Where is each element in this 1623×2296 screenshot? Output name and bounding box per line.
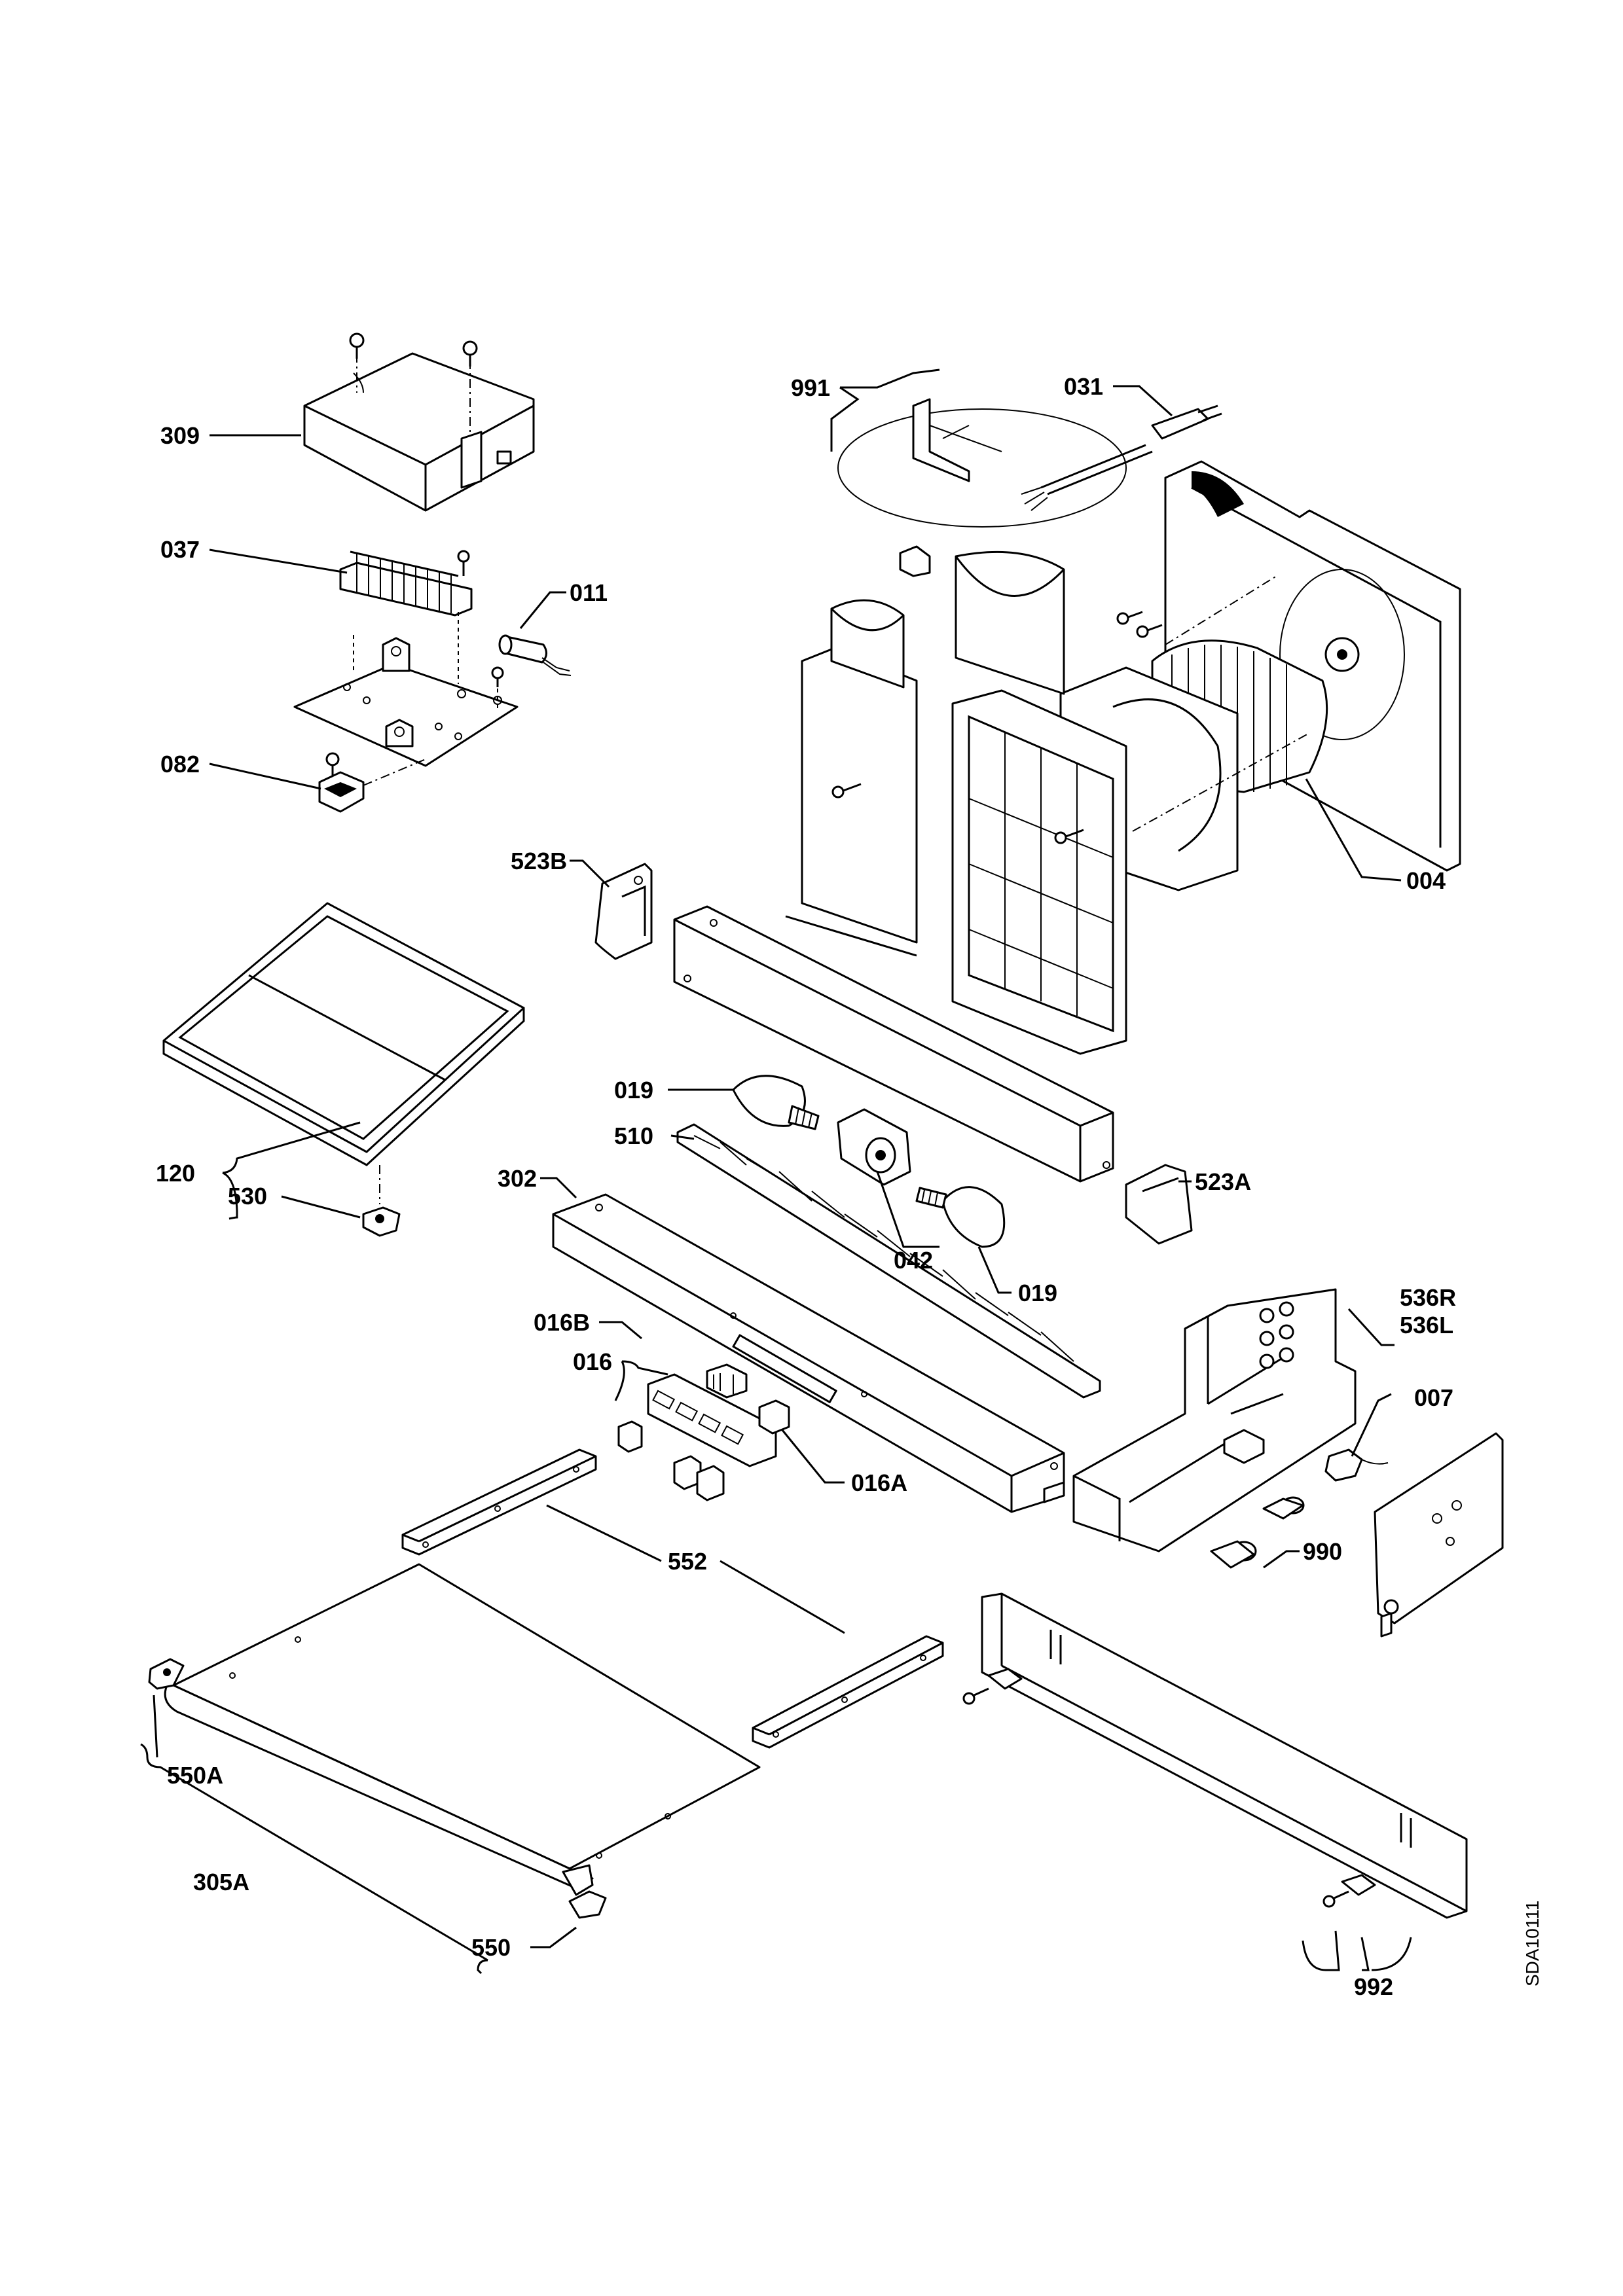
part-523A-bracket — [1125, 1164, 1193, 1245]
label-309: 309 — [160, 422, 200, 449]
label-031: 031 — [1064, 373, 1103, 400]
screw-icon — [462, 340, 478, 367]
label-016B: 016B — [534, 1309, 590, 1336]
part-037-terminal-block — [339, 550, 473, 617]
part-523B-bracket — [594, 863, 653, 960]
label-082: 082 — [160, 751, 200, 778]
label-019-upper: 019 — [614, 1077, 653, 1103]
label-042: 042 — [894, 1247, 933, 1274]
label-536L: 536L — [1400, 1312, 1453, 1338]
upper-rail — [673, 905, 1114, 1183]
part-550A-end-cap — [148, 1658, 185, 1690]
leader-lines — [140, 368, 1412, 1975]
label-992: 992 — [1354, 1973, 1393, 2000]
part-082-switch — [318, 752, 426, 813]
label-004: 004 — [1406, 867, 1446, 894]
part-530-clip — [362, 1165, 401, 1237]
part-302-front-panel — [552, 1193, 1065, 1513]
part-991-dial — [837, 398, 1127, 528]
screw-icon — [1054, 829, 1084, 844]
part-550-end-cap — [568, 1890, 607, 1919]
label-302: 302 — [498, 1165, 537, 1192]
document-code: SDA10111 — [1522, 1901, 1542, 1986]
part-019-bulb-upper — [732, 1075, 820, 1130]
circuit-board — [293, 612, 519, 767]
part-011-capacitor — [498, 634, 572, 676]
part-labels: 309 037 011 082 991 031 004 523B 523A 12… — [156, 373, 1542, 2000]
label-530: 530 — [228, 1183, 267, 1210]
screw-icon — [457, 550, 470, 576]
label-011: 011 — [570, 579, 608, 606]
part-309-cover-box — [303, 332, 535, 512]
screw-icon — [1322, 1890, 1349, 1908]
label-510: 510 — [614, 1122, 653, 1149]
label-550: 550 — [471, 1934, 511, 1961]
part-004-blower-assembly — [785, 460, 1461, 1055]
part-992-lower-rail — [962, 1592, 1468, 1919]
side-cover-plate — [1374, 1432, 1504, 1638]
label-523B: 523B — [511, 848, 567, 874]
part-120-grease-filter — [162, 902, 525, 1166]
label-523A: 523A — [1195, 1168, 1251, 1195]
part-305A-canopy-panel — [164, 1563, 761, 1896]
part-990-spacers — [1210, 1496, 1305, 1569]
screw-icon — [962, 1687, 989, 1705]
screw-icon — [491, 666, 504, 687]
part-019-bulb-lower — [915, 1186, 1006, 1248]
label-990: 990 — [1303, 1538, 1342, 1565]
screw-icon — [1136, 624, 1163, 638]
label-007: 007 — [1414, 1384, 1453, 1411]
part-042-lamp-holder — [837, 1108, 911, 1186]
label-550A: 550A — [167, 1762, 223, 1789]
part-552-rail-left — [401, 1448, 597, 1556]
part-016-switch-block — [617, 1363, 790, 1501]
label-019-lower: 019 — [1018, 1280, 1057, 1306]
part-510-light-diffuser — [676, 1123, 1101, 1399]
part-031-power-cord — [1021, 404, 1222, 511]
part-007-lamp-switch — [1324, 1448, 1389, 1482]
label-552: 552 — [668, 1548, 707, 1575]
label-536R: 536R — [1400, 1284, 1456, 1311]
label-120: 120 — [156, 1160, 195, 1187]
screw-icon — [349, 332, 365, 359]
label-991: 991 — [791, 374, 830, 401]
label-305A: 305A — [193, 1869, 249, 1895]
label-037: 037 — [160, 536, 200, 563]
label-016A: 016A — [851, 1469, 907, 1496]
part-552-rail-right — [752, 1635, 944, 1749]
screw-icon — [831, 783, 862, 798]
label-016: 016 — [573, 1348, 612, 1375]
screw-icon — [1116, 611, 1143, 625]
part-536-side-housing — [1072, 1288, 1357, 1552]
